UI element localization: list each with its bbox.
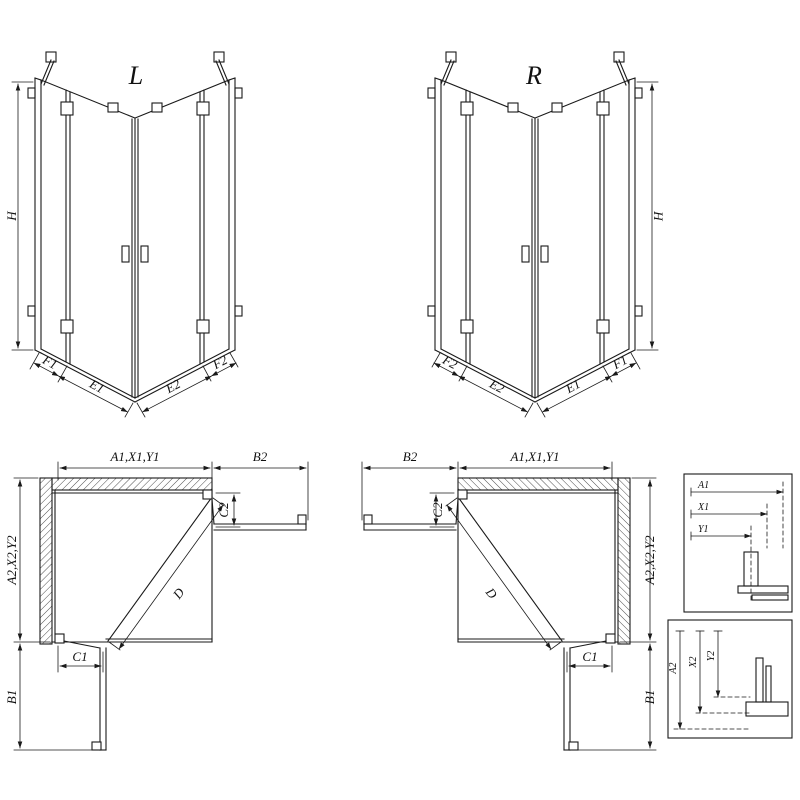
dim-label-e1: E1	[562, 376, 583, 396]
dim-label-f2: F2	[439, 352, 460, 373]
front-view-left-labels: L H F1 E1 E2 F2	[4, 61, 230, 396]
variant-label-right: R	[525, 61, 542, 90]
dim-label-y2: Y2	[706, 651, 717, 662]
dim-label-a2x2y2: A2,X2,Y2	[4, 535, 19, 586]
dim-label-a1x1y1: A1,X1,Y1	[109, 449, 159, 464]
dim-label-c2: C2	[430, 502, 445, 518]
detail-width-profile	[737, 551, 789, 601]
dim-label-f1: F1	[609, 352, 630, 372]
dim-label-b2: B2	[403, 449, 418, 464]
dim-label-x1: X1	[697, 502, 709, 513]
dim-label-b1: B1	[642, 690, 657, 704]
dim-label-d: D	[482, 584, 501, 602]
dim-label-c2: C2	[216, 502, 231, 518]
front-view-right-labels: R H F2 E2 E1 F1	[439, 61, 666, 396]
dim-label-e1: E1	[86, 376, 107, 396]
plan-view-right-labels: B2 A1,X1,Y1 C2 A2,X2,Y2 B1 C1 D	[403, 449, 657, 704]
dim-label-e2: E2	[486, 376, 507, 397]
dim-label-d: D	[169, 584, 188, 602]
dim-label-a2x2y2: A2,X2,Y2	[642, 535, 657, 586]
detail-height-profile	[745, 657, 789, 717]
dim-label-a1: A1	[697, 480, 709, 491]
dim-label-c1: C1	[72, 649, 87, 664]
detail-box-height-border	[667, 619, 793, 739]
dim-label-b2: B2	[253, 449, 268, 464]
dim-label-a1x1y1: A1,X1,Y1	[509, 449, 559, 464]
plan-view-left-labels: A1,X1,Y1 B2 C2 A2,X2,Y2 B1 C1 D	[4, 449, 268, 704]
detail-width-dimension-lines	[690, 481, 784, 603]
dim-label-x2: X2	[688, 656, 699, 668]
dim-label-e2: E2	[162, 376, 183, 397]
dim-label-a2: A2	[668, 662, 679, 674]
detail-box-width: A1 X1 Y1	[683, 473, 793, 613]
variant-label-left: L	[128, 61, 143, 90]
dim-label-c1: C1	[582, 649, 597, 664]
dim-label-b1: B1	[4, 690, 19, 704]
plan-view-left-lines	[14, 462, 308, 750]
dim-label-f2: F2	[209, 352, 230, 373]
dim-label-f1: F1	[39, 352, 60, 372]
dim-label-y1: Y1	[698, 524, 709, 535]
detail-box-height: A2 X2 Y2	[667, 619, 793, 739]
dim-label-h: H	[651, 210, 666, 221]
dim-label-h: H	[4, 211, 19, 222]
plan-view-right-lines	[362, 462, 656, 750]
detail-height-dimension-lines	[673, 630, 751, 730]
detail-box-width-border	[683, 473, 793, 613]
